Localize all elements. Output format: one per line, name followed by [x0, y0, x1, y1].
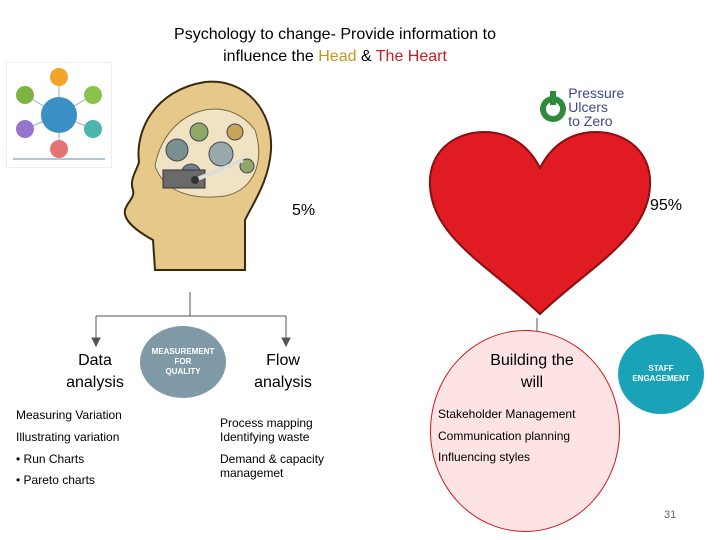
- measurement-line-2: FOR: [174, 357, 192, 366]
- flow-analysis-title: Flow analysis: [238, 350, 328, 394]
- logo-mark-icon: [540, 91, 566, 122]
- staff-engagement-badge: STAFF ENGAGEMENT: [618, 334, 704, 414]
- data-analysis-item: • Run Charts: [16, 452, 85, 466]
- flow-analysis-item: managemet: [220, 466, 284, 480]
- flow-analysis-item: Process mapping: [220, 416, 313, 430]
- heart-percent: 95%: [650, 197, 683, 214]
- flow-analysis-item: Identifying waste: [220, 430, 310, 444]
- head-with-gears-illustration: [115, 70, 275, 290]
- measurement-line-1: MEASUREMENT: [151, 347, 215, 356]
- data-analysis-item: Illustrating variation: [16, 430, 120, 444]
- data-analysis-item: Measuring Variation: [16, 408, 122, 422]
- building-will-item: Influencing styles: [438, 450, 531, 464]
- title-amp: &: [356, 48, 376, 65]
- staff-line-2: ENGAGEMENT: [632, 374, 690, 383]
- head-word: Head: [318, 48, 357, 65]
- data-analysis-title-line-1: Data: [78, 352, 112, 369]
- improvement-wheel-diagram: [6, 62, 112, 168]
- data-analysis-item: • Pareto charts: [16, 473, 95, 487]
- flow-analysis-title-line-1: Flow: [266, 352, 300, 369]
- logo-line-2: to Zero: [568, 113, 613, 129]
- title-line-1: Psychology to change- Provide informatio…: [174, 26, 496, 43]
- pressure-ulcers-logo: Pressure Ulcers to Zero: [538, 86, 662, 128]
- title-prefix: influence the: [223, 48, 319, 65]
- data-analysis-title-line-2: analysis: [66, 374, 124, 391]
- building-will-title: Building the will: [472, 350, 592, 394]
- building-will-title-line-1: Building the: [490, 352, 574, 369]
- heart-shape: [422, 128, 658, 318]
- staff-line-1: STAFF: [648, 364, 674, 373]
- measurement-line-3: QUALITY: [165, 367, 201, 376]
- logo-text: Pressure Ulcers to Zero: [568, 86, 662, 128]
- flow-analysis-item: Demand & capacity: [220, 452, 325, 466]
- head-percent: 5%: [292, 202, 316, 219]
- building-will-title-line-2: will: [520, 374, 544, 391]
- title-line-2: influence the Head & The Heart: [110, 46, 560, 68]
- heart-word: The Heart: [375, 48, 447, 65]
- slide-title: Psychology to change- Provide informatio…: [110, 24, 560, 68]
- data-analysis-title: Data analysis: [50, 350, 140, 394]
- flow-analysis-title-line-2: analysis: [254, 374, 312, 391]
- building-will-item: Stakeholder Management: [438, 407, 576, 421]
- page-number: 31: [664, 509, 677, 521]
- measurement-for-quality-badge: MEASUREMENT FOR QUALITY: [140, 326, 226, 398]
- building-will-item: Communication planning: [438, 429, 571, 443]
- logo-line-1: Pressure Ulcers: [568, 85, 625, 115]
- wheel-lines: [13, 68, 105, 160]
- building-will-highlight-circle: [430, 330, 620, 532]
